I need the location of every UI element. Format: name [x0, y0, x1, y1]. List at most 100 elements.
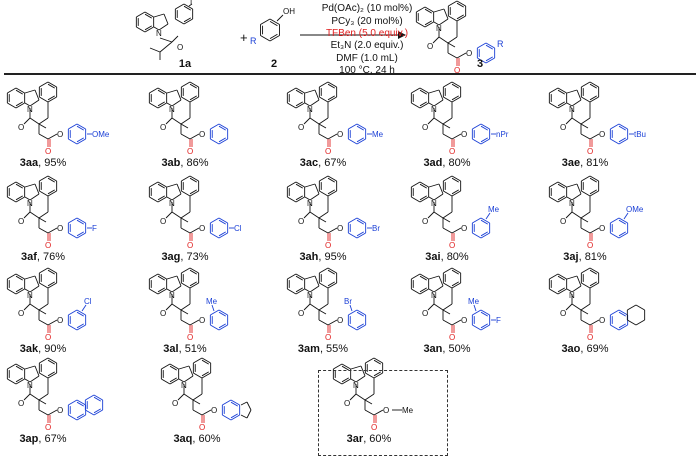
- compound-id: 3ar: [346, 433, 364, 445]
- carbonyl-oxygen: O: [187, 147, 193, 156]
- product-caption-3aj: 3aj, 81%: [530, 251, 640, 263]
- oxygen-atom: O: [298, 309, 304, 318]
- condition-solvent: DMF (1.0 mL): [336, 52, 398, 64]
- oxygen-atom: O: [160, 309, 166, 318]
- substituent-label: Me: [206, 297, 218, 306]
- ester-oxygen: O: [199, 130, 205, 139]
- compound-id: 3ai: [425, 251, 441, 263]
- product-structure-3ab: NOOO: [148, 81, 229, 156]
- carbonyl-oxygen: O: [187, 241, 193, 250]
- compound-id: 3ae: [561, 157, 581, 169]
- carbonyl-oxygen: O: [449, 147, 455, 156]
- ester-oxygen: O: [461, 316, 467, 325]
- ester-oxygen: O: [383, 406, 389, 415]
- reaction-scheme: NIOOHRNOOOR: [135, 0, 504, 75]
- product-caption-3ad: 3ad, 80%: [392, 157, 502, 169]
- product-caption-3ah: 3ah, 95%: [268, 251, 378, 263]
- compound-yield: , 80%: [442, 157, 471, 169]
- product-structure-3ae: NOOOtBu: [548, 81, 646, 156]
- product-structure-3ar: NOOOMe: [332, 357, 414, 432]
- oxygen-atom: O: [427, 42, 433, 51]
- carbonyl-oxygen: O: [199, 423, 205, 432]
- compound-id: 3am: [297, 343, 320, 355]
- ester-oxygen: O: [337, 130, 343, 139]
- oxygen-atom: O: [172, 399, 178, 408]
- product-structure-3af: NOOOF: [6, 175, 97, 250]
- compound-id: 3aq: [173, 433, 193, 445]
- reaction-arrow-head: [398, 31, 406, 39]
- conditions-top: Pd(OAc)₂ (10 mol%) PCy₃ (20 mol%) TFBen …: [292, 3, 442, 41]
- product-structure-3aa: NOOOOMe: [6, 81, 110, 156]
- product-caption-3ab: 3ab, 86%: [130, 157, 240, 169]
- compound-id: 3af: [20, 251, 37, 263]
- compound-id: 3ad: [423, 157, 443, 169]
- product-caption-3al: 3al, 51%: [130, 343, 240, 355]
- carbonyl-oxygen: O: [371, 423, 377, 432]
- ester-oxygen: O: [57, 316, 63, 325]
- product-structure-3aj: NOOOOMe: [548, 175, 644, 250]
- carbonyl-oxygen: O: [449, 333, 455, 342]
- product-structure-3ah: NOOOBr: [286, 175, 380, 250]
- substituent-label: OMe: [92, 130, 110, 139]
- compound-yield: , 73%: [180, 251, 209, 263]
- product-caption-3aa: 3aa, 95%: [0, 157, 98, 169]
- compound-id: 3ak: [19, 343, 39, 355]
- product-caption-3aq: 3aq, 60%: [142, 433, 252, 445]
- carbonyl-oxygen: O: [325, 333, 331, 342]
- compound-yield: , 95%: [38, 157, 67, 169]
- product-caption-3ac: 3ac, 67%: [268, 157, 378, 169]
- compound-yield: , 69%: [580, 343, 609, 355]
- product-structure-3aq: NOOO: [160, 357, 252, 432]
- product-caption-3ai: 3ai, 80%: [392, 251, 502, 263]
- oxygen-atom: O: [298, 123, 304, 132]
- substituent-label: Me: [402, 406, 414, 415]
- carbonyl-oxygen: O: [325, 147, 331, 156]
- product-caption-3an: 3an, 50%: [392, 343, 502, 355]
- ester-oxygen: O: [57, 224, 63, 233]
- substituent-label: Cl: [84, 297, 92, 306]
- compound-id: 3ac: [299, 157, 319, 169]
- carbonyl-oxygen: O: [45, 333, 51, 342]
- substituent-label: Me: [372, 130, 384, 139]
- product-caption-3af: 3af, 76%: [0, 251, 98, 263]
- condition-catalyst: Pd(OAc)₂ (10 mol%): [321, 3, 413, 14]
- oxygen-atom: O: [422, 123, 428, 132]
- product-structure-3ao: NOOO: [548, 267, 646, 342]
- compound-yield: , 76%: [36, 251, 66, 263]
- oxygen-atom: O: [422, 217, 428, 226]
- oxygen-atom: O: [160, 217, 166, 226]
- scheme-divider: [4, 73, 696, 75]
- compound-id: 3ab: [161, 157, 181, 169]
- carbonyl-oxygen: O: [45, 147, 51, 156]
- condition-co-source: TFBen (5.0 equiv.): [325, 28, 409, 39]
- compound-yield: , 81%: [580, 157, 609, 169]
- product-structure-3ac: NOOOMe: [286, 81, 384, 156]
- condition-base: Et₃N (2.0 equiv.): [330, 40, 404, 51]
- oxygen-atom: O: [560, 217, 566, 226]
- compound-id: 3ao: [561, 343, 581, 355]
- ester-oxygen: O: [199, 316, 205, 325]
- substituent-label: Cl: [234, 224, 242, 233]
- product-caption-3am: 3am, 55%: [268, 343, 378, 355]
- oxygen-atom: O: [18, 399, 24, 408]
- substituent-label: Br: [344, 297, 352, 306]
- carbonyl-oxygen: O: [325, 241, 331, 250]
- substituent-label: Br: [372, 224, 380, 233]
- product-caption-3ap: 3ap, 67%: [0, 433, 98, 445]
- product-caption-3ae: 3ae, 81%: [530, 157, 640, 169]
- compound-id: 3an: [423, 343, 443, 355]
- ester-oxygen: O: [461, 130, 467, 139]
- substituent-label: F: [496, 316, 501, 325]
- substituent-label: F: [92, 224, 97, 233]
- oxygen-atom: O: [560, 309, 566, 318]
- carbonyl-oxygen: O: [587, 147, 593, 156]
- oxygen-atom: O: [18, 217, 24, 226]
- substituent-label: nPr: [496, 130, 509, 139]
- compound-yield: , 95%: [318, 251, 347, 263]
- ester-oxygen: O: [461, 224, 467, 233]
- product-structure-3ag: NOOOCl: [148, 175, 242, 250]
- product-structure-3ai: NOOOMe: [410, 175, 500, 250]
- ester-oxygen: O: [57, 406, 63, 415]
- substituent-label: Me: [468, 297, 480, 306]
